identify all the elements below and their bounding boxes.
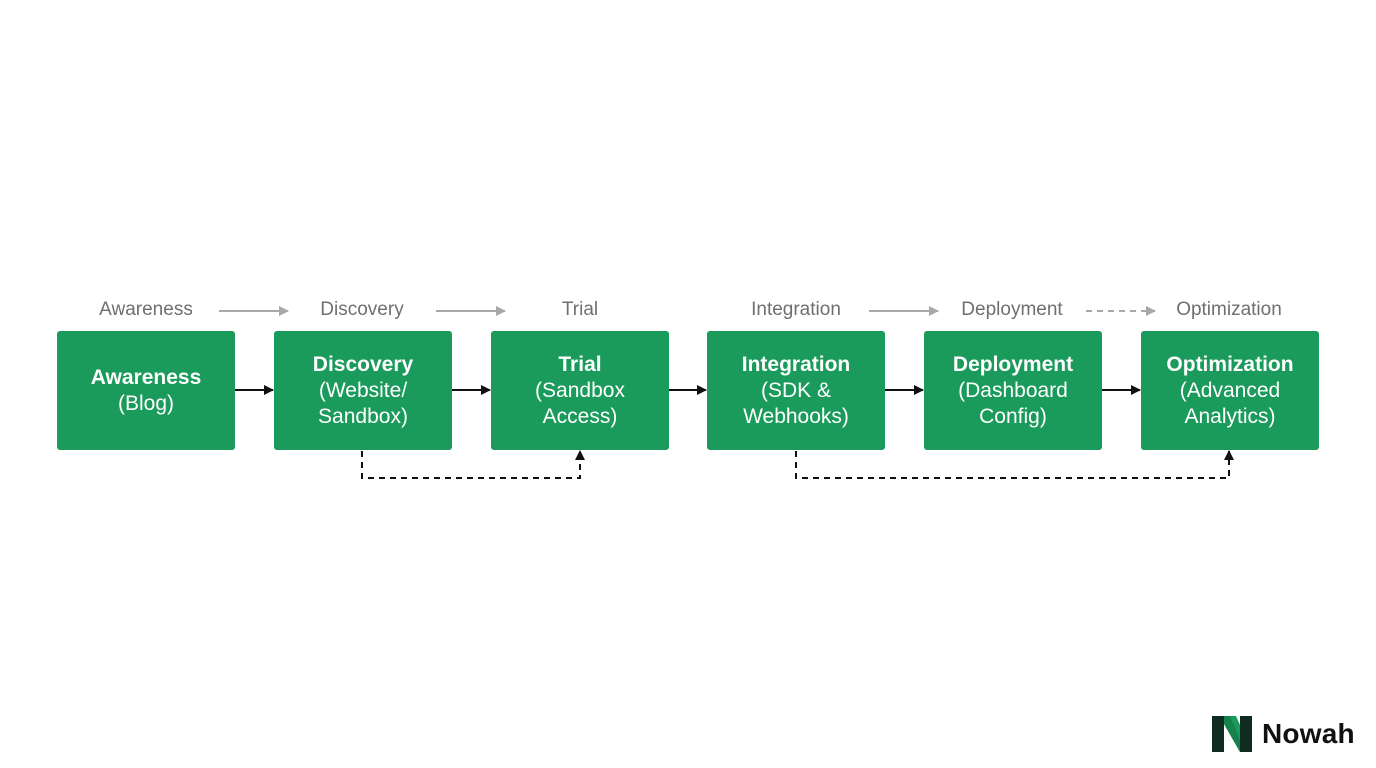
stage-box-title: Deployment: [952, 352, 1074, 376]
stage-box-discovery: Discovery (Website/ Sandbox): [274, 331, 452, 450]
brand-name: Nowah: [1262, 718, 1355, 749]
stage-box-title: Discovery: [312, 352, 414, 376]
stage-box-awareness: Awareness (Blog): [57, 331, 235, 450]
stage-box-subtitle: (SDK & Webhooks): [743, 378, 849, 428]
stage-box-title: Awareness: [90, 365, 202, 389]
stage-box-subtitle: (Website/ Sandbox): [318, 378, 408, 428]
skip-arrow-discovery-trial: [361, 450, 585, 479]
stage-box-optimization: Optimization (Advanced Analytics): [1141, 331, 1319, 450]
stage-label-trial: Trial: [561, 299, 599, 320]
stage-box-subtitle: (Dashboard Config): [958, 378, 1068, 428]
brand-logo: Nowah: [1212, 716, 1355, 752]
stage-box-title: Integration: [741, 352, 851, 376]
stage-box-title: Trial: [558, 352, 602, 376]
stage-box-title: Optimization: [1166, 352, 1294, 376]
stage-box-deployment: Deployment (Dashboard Config): [924, 331, 1102, 450]
skip-arrow-integration-optimization: [795, 450, 1234, 479]
stage-label-optimization: Optimization: [1176, 299, 1282, 320]
stage-label-discovery: Discovery: [320, 299, 404, 320]
stage-box-subtitle: (Sandbox Access): [535, 378, 625, 428]
stage-box-subtitle: (Advanced Analytics): [1179, 378, 1281, 428]
stage-label-integration: Integration: [751, 299, 841, 320]
stage-box-trial: Trial (Sandbox Access): [491, 331, 669, 450]
stage-label-deployment: Deployment: [961, 299, 1063, 320]
n-logo-icon: [1212, 716, 1252, 752]
stage-box-integration: Integration (SDK & Webhooks): [707, 331, 885, 450]
stage-box-subtitle: (Blog): [117, 391, 175, 415]
stage-label-awareness: Awareness: [99, 299, 193, 320]
